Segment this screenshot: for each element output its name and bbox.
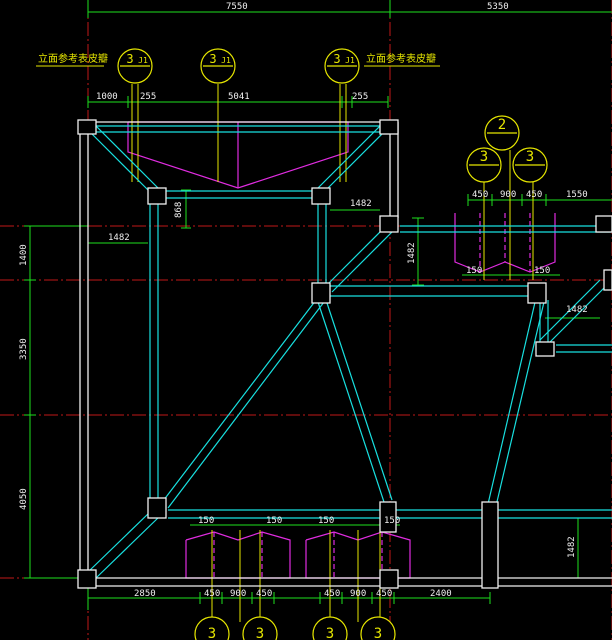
left-dim-text-1: 1400 xyxy=(19,244,29,266)
beam-dim-text-1482b: 1482 xyxy=(350,199,372,209)
callouts-bottom xyxy=(194,616,396,640)
bottom-dim-text-5: 450 xyxy=(324,589,340,599)
column xyxy=(147,187,167,205)
facade-note-left: 立面参考表皮瓣 xyxy=(38,52,108,65)
span-dim-text-1: 1000 xyxy=(96,92,118,102)
beam-dim-text-1482c: 1482 xyxy=(407,242,417,264)
span-dim-text-2: 255 xyxy=(140,92,156,102)
dimension-lines xyxy=(24,0,612,610)
callout-bubble xyxy=(194,616,230,640)
column xyxy=(77,119,97,135)
bottom-150-text-3: 150 xyxy=(318,516,334,526)
right-dim-text-4: 1550 xyxy=(566,190,588,200)
bottom-dim-text-8: 2400 xyxy=(430,589,452,599)
dimension-texts: 7550 5350 1000 255 5041 255 1400 3350 40… xyxy=(19,2,588,599)
right-dim-text-1: 450 xyxy=(472,190,488,200)
callout-sub: J1 xyxy=(138,56,148,65)
facade-note-right: 立面参考表皮瓣 xyxy=(366,52,436,65)
callouts-top xyxy=(117,48,360,84)
right-150-text-1: 150 xyxy=(466,266,482,276)
bottom-dim-text-6: 900 xyxy=(350,589,366,599)
callout-sub: J1 xyxy=(345,56,355,65)
beam-dim-text-1482d: 1482 xyxy=(566,305,588,315)
callout-number: 2 xyxy=(498,117,506,133)
bottom-150-text-4: 150 xyxy=(384,516,400,526)
column xyxy=(379,215,399,233)
callout-number: 3 xyxy=(209,52,216,66)
column xyxy=(379,119,399,135)
span-dim-text-4: 255 xyxy=(352,92,368,102)
bottom-dim-text-2: 450 xyxy=(204,589,220,599)
callout-number: 3 xyxy=(374,626,382,640)
notes: 立面参考表皮瓣 立面参考表皮瓣 xyxy=(38,52,436,65)
callout-bubble xyxy=(360,616,396,640)
callout-bottom-texts: 3 3 3 3 xyxy=(208,626,382,640)
column xyxy=(603,269,612,291)
span-dim-text-3: 5041 xyxy=(228,92,250,102)
bottom-150-text-2: 150 xyxy=(266,516,282,526)
column xyxy=(481,501,499,589)
right-150-text-2: 150 xyxy=(534,266,550,276)
callouts-right xyxy=(466,115,548,183)
walls xyxy=(79,121,612,587)
bottom-dim-text-4: 450 xyxy=(256,589,272,599)
bottom-dim-text-3: 900 xyxy=(230,589,246,599)
column xyxy=(77,569,97,589)
column xyxy=(595,215,612,233)
left-dim-text-2: 3350 xyxy=(19,338,29,360)
bottom-150-text-1: 150 xyxy=(198,516,214,526)
column xyxy=(311,282,331,304)
callout-number: 3 xyxy=(208,626,216,640)
callout-number: 3 xyxy=(333,52,340,66)
column xyxy=(311,187,331,205)
callout-number: 3 xyxy=(256,626,264,640)
bottom-dim-text-7: 450 xyxy=(376,589,392,599)
column xyxy=(379,569,399,589)
beams xyxy=(87,125,612,579)
callout-bubble xyxy=(312,616,348,640)
callout-number: 3 xyxy=(526,149,534,165)
column xyxy=(535,341,555,357)
beam-dim-text-1482e: 1482 xyxy=(567,536,577,558)
bottom-dim-text-1: 2850 xyxy=(134,589,156,599)
beam-dim-text-1482a: 1482 xyxy=(108,233,130,243)
callout-bubble xyxy=(242,616,278,640)
column xyxy=(147,497,167,519)
callout-number: 3 xyxy=(126,52,133,66)
right-dim-text-3: 450 xyxy=(526,190,542,200)
callout-sub: J1 xyxy=(221,56,231,65)
columns xyxy=(77,119,612,589)
callout-number: 3 xyxy=(326,626,334,640)
right-dim-text-2: 900 xyxy=(500,190,516,200)
callout-number: 3 xyxy=(480,149,488,165)
callout-top-texts: 3 J1 3 J1 3 J1 xyxy=(126,52,355,66)
top-dim-text-1: 7550 xyxy=(226,2,248,12)
left-dim-text-3: 4050 xyxy=(19,488,29,510)
column xyxy=(527,282,547,304)
beam-dim-text-868: 868 xyxy=(174,202,184,218)
callout-right-texts: 2 3 3 xyxy=(480,117,534,165)
top-dim-text-2: 5350 xyxy=(487,2,509,12)
column xyxy=(379,501,397,533)
